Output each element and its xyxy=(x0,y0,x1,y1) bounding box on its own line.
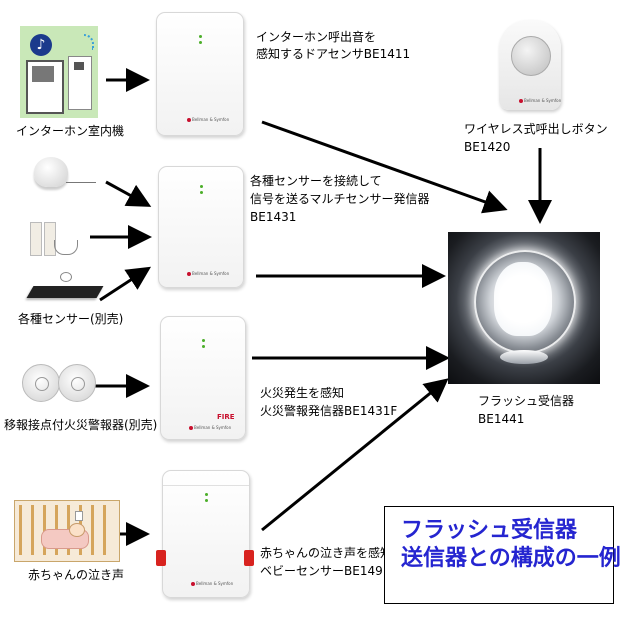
floor-mat-illustration xyxy=(26,286,104,298)
arrow-sensor-a-to-multi xyxy=(105,180,152,207)
fire-sensor-label-1: 火災発生を感知 xyxy=(260,386,345,400)
baby-crib-illustration xyxy=(14,500,120,562)
baby-sensor-device: Bellman & Symfon xyxy=(162,470,250,598)
multi-sensor-label-1: 各種センサーを接続して xyxy=(250,174,382,188)
call-button-icon xyxy=(511,36,551,76)
door-sensor-label-1: インターホン呼出音を xyxy=(256,30,377,44)
flash-receiver-label: フラッシュ受信器 xyxy=(478,394,575,408)
flash-receiver-model: BE1441 xyxy=(478,412,525,426)
baby-sensor-label-2: ベビーセンサーBE1491 xyxy=(260,564,391,578)
caption-box: フラッシュ受信器 送信器との構成の一例 xyxy=(384,506,620,604)
fire-alarm-label: 移報接点付火災警報器(別売) xyxy=(4,418,158,432)
fire-sensor-label-2: 火災警報発信器BE1431F xyxy=(260,404,398,418)
multi-sensor-label-3: BE1431 xyxy=(250,210,297,224)
fire-alarm-illustration xyxy=(22,364,60,402)
fire-sensor-device: FIRE Bellman & Symfon xyxy=(160,316,246,440)
caption-line-1: フラッシュ受信器 xyxy=(401,518,578,543)
multi-sensor-device: Bellman & Symfon xyxy=(158,166,244,288)
music-note-icon: ♪ xyxy=(30,34,52,56)
flash-receiver-device xyxy=(448,232,600,384)
magnetic-contact-illustration xyxy=(30,222,42,256)
baby-cry-label: 赤ちゃんの泣き声 xyxy=(28,568,125,582)
baby-sensor-clip-left xyxy=(156,550,166,566)
intercom-illustration: ♪ xyxy=(20,26,98,118)
sensor-pad-illustration xyxy=(34,157,68,187)
arrow-baby-sensor-to-flash xyxy=(261,378,449,532)
wireless-button-model: BE1420 xyxy=(464,140,511,154)
caption-line-2: 送信器との構成の一例 xyxy=(401,546,620,571)
wireless-button-device: Bellman & Symfon xyxy=(499,20,561,110)
intercom-indoor-label: インターホン室内機 xyxy=(16,124,125,138)
baby-sensor-clip-right xyxy=(244,550,254,566)
baby-sensor-label-1: 赤ちゃんの泣き声を感知 xyxy=(260,546,393,560)
sensors-label: 各種センサー(別売) xyxy=(18,312,124,326)
arrow-door-sensor-to-flash xyxy=(261,120,508,214)
multi-sensor-label-2: 信号を送るマルチセンサー発信器 xyxy=(250,192,430,206)
door-sensor-device: Bellman & Symfon xyxy=(156,12,244,136)
arrow-sensor-c-to-multi xyxy=(99,266,152,302)
door-sensor-label-2: 感知するドアセンサBE1411 xyxy=(256,47,411,61)
fire-mark: FIRE xyxy=(217,413,235,421)
wireless-button-label: ワイヤレス式呼出しボタン xyxy=(464,122,608,136)
